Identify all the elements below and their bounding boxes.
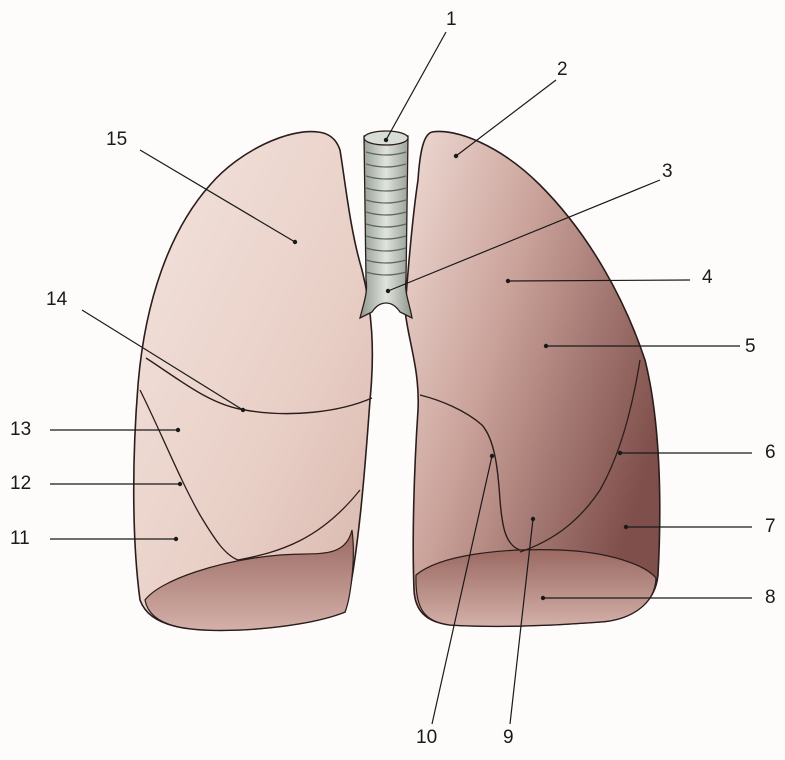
label-15: 15 — [106, 130, 127, 149]
label-12: 12 — [10, 474, 31, 493]
label-5: 5 — [745, 337, 756, 356]
label-2: 2 — [557, 60, 568, 79]
label-13: 13 — [10, 420, 31, 439]
label-14: 14 — [46, 290, 67, 309]
label-3: 3 — [662, 162, 673, 181]
left-lung-base — [416, 550, 656, 627]
label-8: 8 — [765, 588, 776, 607]
label-10: 10 — [416, 728, 437, 747]
label-7: 7 — [765, 517, 776, 536]
label-11: 11 — [10, 529, 30, 548]
label-6: 6 — [765, 443, 776, 462]
label-1: 1 — [446, 10, 457, 29]
label-9: 9 — [503, 728, 514, 747]
label-4: 4 — [702, 268, 713, 287]
